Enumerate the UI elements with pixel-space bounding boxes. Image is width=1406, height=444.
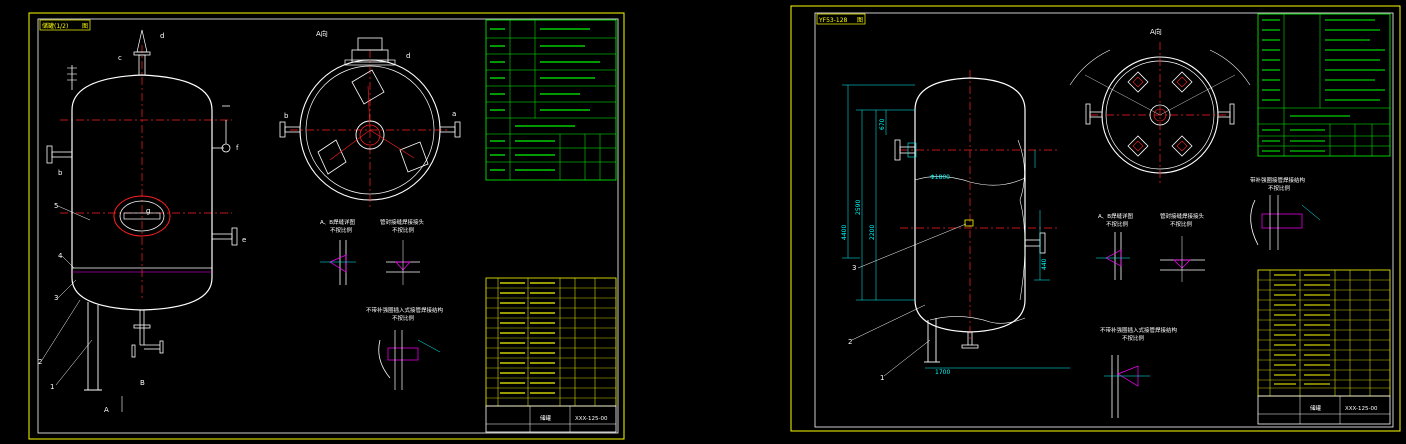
callout-leaders xyxy=(41,205,93,386)
dim-diameter: Φ1800 xyxy=(930,174,950,181)
vessel-2-nameplate xyxy=(964,219,974,227)
bottom-label-a: A xyxy=(104,406,109,414)
detail2-weld-1 xyxy=(386,240,420,285)
bottom-label-b: B xyxy=(140,379,145,387)
callout-2: 2 xyxy=(38,358,42,366)
nozzle-e xyxy=(211,227,238,246)
detail2-sub-2: 不按比例 xyxy=(1170,220,1193,228)
title-name-2: 储罐 xyxy=(1310,404,1322,412)
sheet-1-top-tag-box xyxy=(39,19,91,31)
detail1-sub-1: 不按比例 xyxy=(330,226,353,234)
view-nozzle-d: d xyxy=(406,52,410,60)
dim-440: 440 xyxy=(1041,258,1048,270)
view-label-2: A向 xyxy=(1150,27,1162,36)
vessel-2-break-line-3 xyxy=(929,316,1026,324)
detail2-weld-2 xyxy=(1160,236,1205,282)
detail4-title-2: 带补强圈接管焊接结构 xyxy=(1250,176,1306,184)
vessel-2-shell xyxy=(914,77,1026,333)
top-view-2 xyxy=(1069,42,1251,185)
detail4-weld-2 xyxy=(1250,195,1321,250)
view-nozzle-b: b xyxy=(284,112,289,120)
detail3-sub-1: 不按比例 xyxy=(392,314,415,322)
vessel-2-bottom-nozzle xyxy=(961,332,979,349)
sheet-1-border xyxy=(28,12,625,440)
detail2-sub-1: 不按比例 xyxy=(392,226,415,234)
dim-1700: 1700 xyxy=(935,369,950,376)
sheet-2-top-tag-box xyxy=(816,13,866,25)
detail3-sub-2: 不按比例 xyxy=(1122,334,1145,342)
detail3-weld-2 xyxy=(1104,355,1150,418)
sheet-2-top-tag: YF53-128 xyxy=(818,17,848,24)
vessel-2-right-nozzle xyxy=(1024,232,1046,254)
detail3-title-2: 不带补强圈插入式接管焊接结构 xyxy=(1100,326,1178,334)
detail1-weld-1 xyxy=(320,240,356,285)
sheet-1-inner-frame xyxy=(37,18,619,434)
parts-list-1 xyxy=(485,277,617,407)
detail3-title-1: 不带补强圈插入式接管焊接结构 xyxy=(366,306,444,314)
drawing-no-2: XXX-125-00 xyxy=(1345,406,1378,412)
sheet-1: 储罐(1/2) 图 c d b xyxy=(28,12,625,440)
sheet-2-border xyxy=(790,5,1401,432)
spec-table-2 xyxy=(1257,13,1391,157)
detail1-sub-2: 不按比例 xyxy=(1106,220,1129,228)
nozzle-e-label: e xyxy=(242,236,246,244)
vessel-2-callout-2: 2 xyxy=(848,338,852,346)
dim-4400: 4400 xyxy=(841,225,848,240)
sheet-2-inner-frame xyxy=(814,12,1394,428)
vessel-2-dimensions xyxy=(842,84,1070,369)
vessel-2-callout-3: 3 xyxy=(852,264,856,272)
manhole-1 xyxy=(113,195,171,237)
top-view-1 xyxy=(279,37,461,210)
view-label-1: A向 xyxy=(316,29,328,38)
vessel-2-break-line-1 xyxy=(914,176,1026,186)
nozzle-b-label: b xyxy=(58,169,63,177)
spec-table-1 xyxy=(485,19,617,181)
callout-4: 4 xyxy=(58,252,63,260)
callout-1: 1 xyxy=(50,383,54,391)
level-gauge xyxy=(67,65,77,90)
vessel-2-callout-1: 1 xyxy=(880,374,884,382)
callout-5: 5 xyxy=(54,202,58,210)
nozzle-f-label: f xyxy=(236,144,239,152)
callout-3: 3 xyxy=(54,294,58,302)
detail3-weld-1 xyxy=(378,330,441,390)
detail1-title-1: A、B焊缝详图 xyxy=(320,218,356,226)
dim-670: 670 xyxy=(879,118,886,130)
detail2-title-1: 管封接缝焊接接头 xyxy=(380,218,425,226)
sheet-1-top-tag: 储罐(1/2) xyxy=(42,22,68,30)
detail2-title-2: 管封接缝焊接接头 xyxy=(1160,212,1205,220)
view-nozzle-e: a xyxy=(452,110,456,118)
title-block-2 xyxy=(1257,395,1391,425)
nozzle-c-label: c xyxy=(118,54,122,62)
sheet-1-top-tag2: 图 xyxy=(82,23,88,30)
nozzle-b xyxy=(46,145,73,164)
vessel-1-shell xyxy=(71,74,213,311)
parts-list-2 xyxy=(1257,269,1391,397)
sheet-2-top-tag2: 图 xyxy=(857,17,863,24)
top-nozzle-c xyxy=(133,29,151,76)
vessel-2-callout-leaders xyxy=(851,223,967,377)
title-name-1: 储罐 xyxy=(540,414,552,422)
nozzle-f xyxy=(212,105,231,153)
sheet-2: YF53-128 图 xyxy=(790,5,1401,432)
dim-2590: 2590 xyxy=(855,200,862,215)
bottom-outlet-pipe xyxy=(131,310,164,358)
vessel-2-support-leg xyxy=(924,318,940,363)
detail1-title-2: A、B焊缝详图 xyxy=(1098,212,1134,220)
nozzle-d-label: d xyxy=(160,32,164,40)
vessel-2-left-nozzle xyxy=(894,139,917,161)
detail1-weld-2 xyxy=(1096,232,1130,280)
support-leg xyxy=(84,302,102,391)
dim-2200: 2200 xyxy=(869,225,876,240)
detail4-sub-2: 不按比例 xyxy=(1268,184,1291,192)
drawing-no-1: XXX-125-00 xyxy=(575,416,608,422)
manhole-label: g xyxy=(146,207,150,215)
title-block-1 xyxy=(485,405,617,433)
vessel-2-break-line-2 xyxy=(1017,139,1026,301)
